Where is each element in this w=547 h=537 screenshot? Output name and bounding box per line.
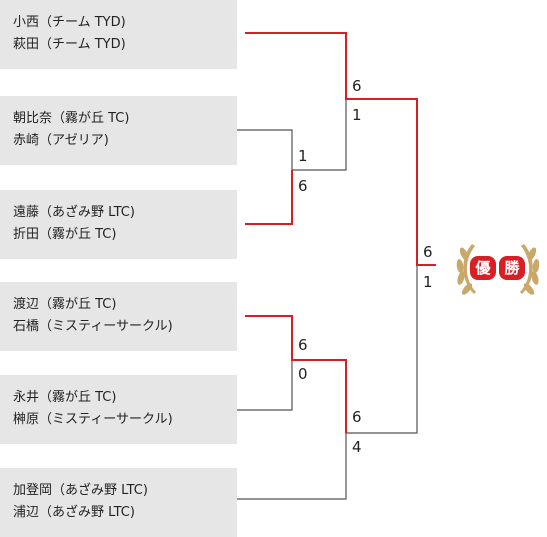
winner-line xyxy=(245,315,347,433)
player-name: 榊原（ミスティーサークル) xyxy=(13,412,173,427)
champion-char-2: 勝 xyxy=(499,256,525,280)
team-box-6: 加登岡（あざみ野 LTC) 浦辺（あざみ野 LTC) xyxy=(0,468,237,537)
score-r1-top-b: 6 xyxy=(298,177,308,195)
player-name: 朝比奈（霧が丘 TC) xyxy=(13,111,130,126)
team-box-5: 永井（霧が丘 TC) 榊原（ミスティーサークル) xyxy=(0,375,237,444)
champion-label: 優 勝 xyxy=(470,256,528,280)
player-name: 加登岡（あざみ野 LTC) xyxy=(13,483,148,498)
player-name: 小西（チーム TYD) xyxy=(13,15,126,30)
bracket-line xyxy=(292,99,347,171)
team-box-2: 朝比奈（霧が丘 TC) 赤崎（アゼリア) xyxy=(0,96,237,165)
team-box-1: 小西（チーム TYD) 萩田（チーム TYD) xyxy=(0,0,237,69)
player-name: 萩田（チーム TYD) xyxy=(13,37,126,52)
score-semi-top-b: 1 xyxy=(352,106,362,124)
bracket-line xyxy=(237,433,347,500)
winner-line xyxy=(245,32,436,266)
score-semi-bottom-a: 6 xyxy=(352,408,362,426)
score-semi-top-a: 6 xyxy=(352,77,362,95)
bracket-line xyxy=(237,129,293,170)
player-name: 渡辺（霧が丘 TC) xyxy=(13,297,117,312)
player-name: 遠藤（あざみ野 LTC) xyxy=(13,205,135,220)
score-final-b: 1 xyxy=(423,273,433,291)
player-name: 石橋（ミスティーサークル) xyxy=(13,319,173,334)
team-box-4: 渡辺（霧が丘 TC) 石橋（ミスティーサークル) xyxy=(0,282,237,351)
score-r1-bottom-b: 0 xyxy=(298,365,308,383)
champion-char-1: 優 xyxy=(470,256,496,280)
score-final-a: 6 xyxy=(423,243,433,261)
player-name: 永井（霧が丘 TC) xyxy=(13,390,117,405)
player-name: 赤崎（アゼリア) xyxy=(13,133,109,148)
score-r1-top-a: 1 xyxy=(298,147,308,165)
team-box-3: 遠藤（あざみ野 LTC) 折田（霧が丘 TC) xyxy=(0,190,237,259)
score-r1-bottom-a: 6 xyxy=(298,336,308,354)
bracket-line xyxy=(346,265,418,434)
player-name: 浦辺（あざみ野 LTC) xyxy=(13,505,135,520)
score-semi-bottom-b: 4 xyxy=(352,438,362,456)
laurel-wreath-icon xyxy=(456,244,540,295)
bracket-line xyxy=(237,360,293,411)
winner-line xyxy=(245,170,293,225)
player-name: 折田（霧が丘 TC) xyxy=(13,227,117,242)
